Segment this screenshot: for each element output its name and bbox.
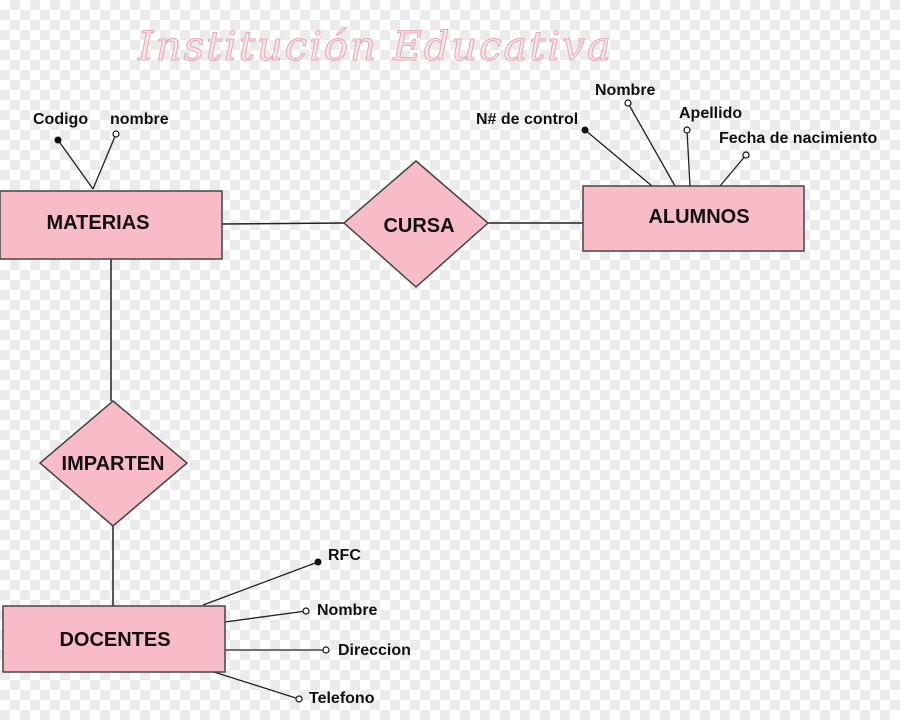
attr-materias-codigo: Codigo	[33, 111, 88, 128]
attr-materias-nombre: nombre	[110, 111, 169, 128]
entity-label: ALUMNOS	[648, 206, 749, 228]
attr-line-docentes-rfc	[202, 561, 319, 606]
attr-line-docentes-telefono	[213, 671, 300, 700]
attr-dot	[295, 695, 303, 703]
attr-dot	[624, 99, 632, 107]
entity-box	[2, 605, 226, 673]
attr-dot	[683, 126, 691, 134]
connector-materias-cursa	[221, 222, 345, 225]
attr-dot	[302, 607, 310, 615]
attr-docentes-direccion: Direccion	[338, 642, 411, 659]
attr-dot	[742, 151, 750, 159]
attr-key-dot	[581, 126, 589, 134]
entity-docentes: DOCENTES	[2, 605, 226, 673]
attr-docentes-nombre: Nombre	[317, 602, 378, 619]
attr-line-alumnos-apellido	[686, 129, 691, 187]
entity-label: DOCENTES	[59, 629, 170, 651]
relationship-label: IMPARTEN	[62, 453, 165, 475]
attr-dot	[112, 130, 120, 138]
attr-line-materias-nombre	[92, 133, 117, 190]
attr-alumnos-nombre: Nombre	[595, 82, 656, 99]
attr-alumnos-fecha: Fecha de nacimiento	[719, 130, 877, 147]
entity-label: MATERIAS	[47, 212, 150, 234]
attr-key-dot	[314, 558, 322, 566]
attr-line-alumnos-nombre	[627, 102, 676, 187]
entity-materias: MATERIAS	[0, 190, 223, 260]
entity-alumnos: ALUMNOS	[582, 185, 805, 252]
relationship-imparten: IMPARTEN	[38, 400, 189, 527]
attr-key-dot	[54, 136, 62, 144]
attr-dot	[322, 646, 330, 654]
attr-line-alumnos-control	[584, 129, 653, 187]
entity-box	[0, 190, 223, 260]
attr-alumnos-control: N# de control	[476, 111, 578, 128]
attr-alumnos-apellido: Apellido	[679, 105, 742, 122]
relationship-label: CURSA	[383, 215, 454, 237]
attr-line-materias-codigo	[57, 139, 94, 190]
attr-line-docentes-nombre	[224, 610, 307, 623]
relationship-diamond	[342, 160, 490, 289]
diagram-title: Institución Educativa	[137, 24, 613, 70]
relationship-diamond	[38, 400, 189, 527]
entity-box	[582, 185, 805, 252]
attr-docentes-rfc: RFC	[328, 547, 361, 564]
relationship-cursa: CURSA	[342, 160, 490, 289]
attr-docentes-telefono: Telefono	[309, 690, 375, 707]
attr-line-alumnos-fecha	[719, 154, 747, 187]
